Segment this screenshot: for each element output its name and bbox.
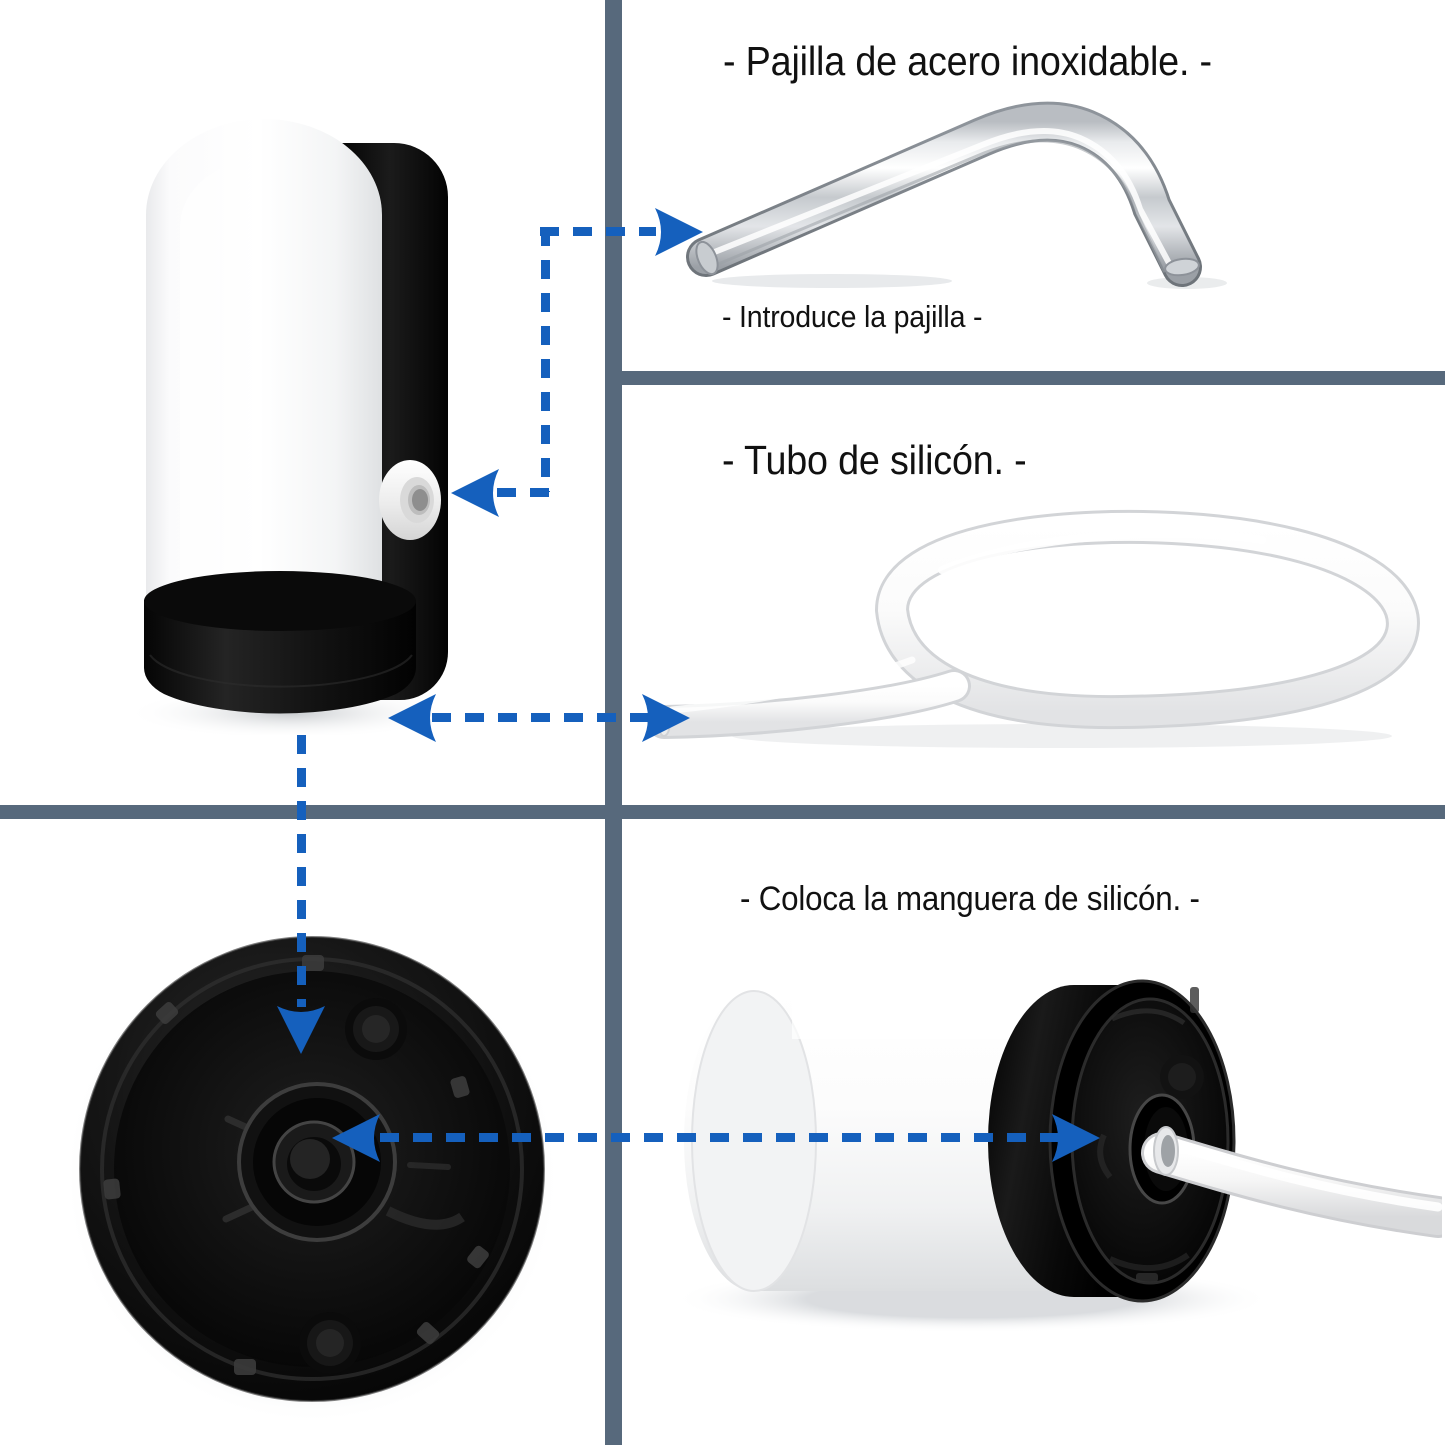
- dash-line-base-to-tube: [432, 713, 658, 722]
- divider-vertical: [605, 0, 622, 1445]
- dash-line-straw-horizontal: [540, 227, 656, 236]
- panel-base-bottom-view: [0, 819, 605, 1445]
- nozzle-port: [379, 460, 441, 540]
- hose-assembly-image: [642, 929, 1442, 1349]
- dash-line-bottom-to-assembly: [380, 1133, 1068, 1142]
- dash-line-down-to-bottom-view: [297, 735, 306, 1007]
- caption-stainless-straw: - Pajilla de acero inoxidable. -: [723, 38, 1212, 84]
- dispenser-product-image: [110, 95, 470, 735]
- divider-horizontal-main: [0, 805, 1445, 819]
- caption-insert-straw: - Introduce la pajilla -: [722, 299, 983, 334]
- divider-horizontal-right: [605, 371, 1445, 385]
- steel-straw-image: [682, 95, 1252, 290]
- screw-hole: [299, 1312, 361, 1374]
- dash-line-nozzle-horizontal: [497, 488, 550, 497]
- dash-line-straw-vertical: [541, 227, 550, 492]
- panel-steel-straw: - Pajilla de acero inoxidable. - - Intro…: [622, 0, 1445, 371]
- silicone-tube-image: [642, 500, 1432, 750]
- panel-assembled-dispenser: [0, 0, 605, 805]
- panel-silicone-tube: - Tubo de silicón. -: [622, 385, 1445, 805]
- caption-silicone-tube: - Tubo de silicón. -: [722, 437, 1027, 483]
- caption-place-hose: - Coloca la manguera de silicón. -: [740, 880, 1200, 918]
- panel-place-hose: - Coloca la manguera de silicón. -: [622, 819, 1445, 1445]
- screw-hole: [345, 998, 407, 1060]
- base-bottom-view-image: [62, 919, 562, 1419]
